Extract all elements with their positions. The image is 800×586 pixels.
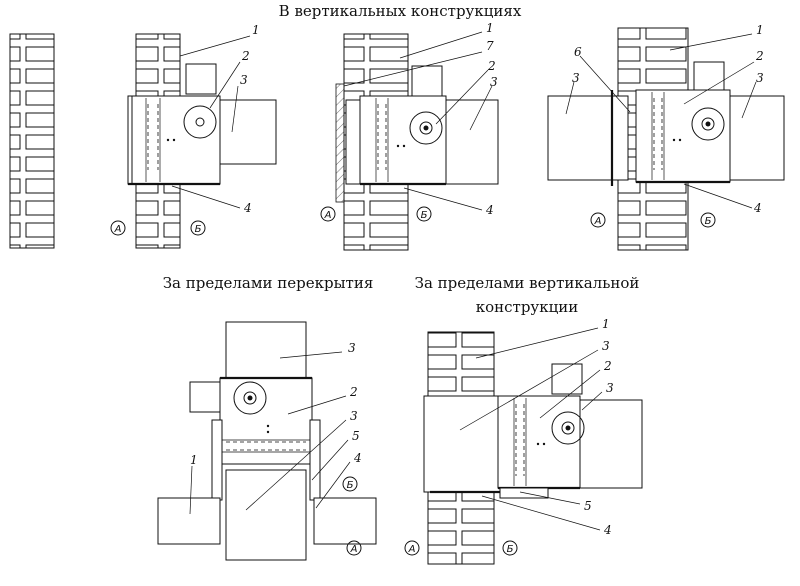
callout-3: 3 — [490, 75, 498, 89]
side-b: Б — [195, 224, 202, 235]
callout-3: 3 — [348, 341, 356, 355]
figure-2: 1 7 2 3 4 А Б — [320, 21, 499, 251]
callout-5: 5 — [352, 429, 360, 443]
callout-1: 1 — [756, 23, 764, 37]
callout-3: 3 — [240, 73, 248, 87]
title-outside-line2: конструкции — [476, 298, 579, 316]
side-a: А — [350, 544, 358, 555]
callout-1: 1 — [486, 21, 494, 35]
callout-2: 2 — [349, 385, 358, 399]
callout-2: 2 — [755, 49, 764, 63]
side-b: Б — [421, 210, 428, 221]
callout-4: 4 — [603, 523, 612, 537]
side-b: Б — [705, 216, 712, 227]
side-b: Б — [347, 480, 354, 491]
callout-4: 4 — [753, 201, 762, 215]
figure-wall-only — [9, 33, 55, 249]
title-floor: За пределами перекрытия — [163, 274, 374, 292]
figure-outside: 1 3 2 3 5 4 А Б — [404, 317, 643, 565]
callout-3: 3 — [606, 381, 614, 395]
callout-3: 3 — [602, 339, 610, 353]
figure-1: 1 2 3 4 А Б — [110, 23, 277, 249]
side-a: А — [324, 210, 332, 221]
callout-3: 3 — [572, 71, 580, 85]
callout-4: 4 — [353, 451, 362, 465]
callout-3: 3 — [350, 409, 358, 423]
callout-6: 6 — [574, 45, 582, 59]
side-a: А — [114, 224, 122, 235]
figure-3: 1 2 3 6 3 4 А Б — [547, 23, 785, 251]
callout-1: 1 — [602, 317, 610, 331]
title-outside-line1: За пределами вертикальной — [415, 274, 640, 292]
side-b: Б — [507, 544, 514, 555]
callout-5: 5 — [584, 499, 592, 513]
side-a: А — [594, 216, 602, 227]
callout-7: 7 — [486, 39, 494, 53]
title-vertical: В вертикальных конструкциях — [279, 2, 522, 20]
callout-4: 4 — [485, 203, 494, 217]
callout-2: 2 — [487, 59, 496, 73]
callout-3: 3 — [756, 71, 764, 85]
callout-2: 2 — [603, 359, 612, 373]
callout-1: 1 — [252, 23, 260, 37]
callout-2: 2 — [241, 49, 250, 63]
callout-1: 1 — [190, 453, 198, 467]
callout-4: 4 — [243, 201, 252, 215]
figure-floor: 3 2 3 5 4 1 Б А — [157, 321, 377, 561]
side-a: А — [408, 544, 416, 555]
